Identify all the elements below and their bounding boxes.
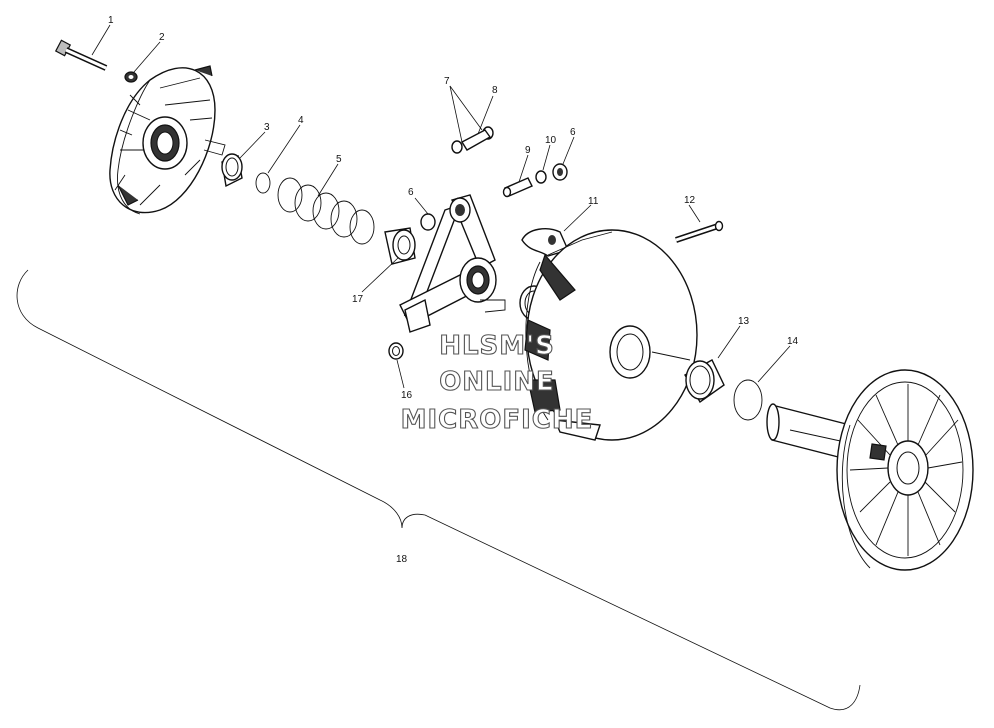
assembly-bracket — [16, 269, 861, 711]
callout-14: 14 — [787, 336, 799, 347]
roller-part-6-left — [420, 213, 436, 231]
watermark-line-3: MICROFICHE — [401, 405, 594, 435]
callout-6-left: 6 — [408, 187, 414, 198]
pin-part-8 — [451, 126, 494, 154]
washer-part-10 — [535, 170, 547, 184]
callout-10: 10 — [545, 135, 557, 146]
ring-part-16 — [388, 342, 404, 360]
callout-1: 1 — [108, 15, 114, 26]
bushing-part-3 — [221, 153, 243, 188]
callout-13: 13 — [738, 316, 750, 327]
roller-arm-assembly — [399, 194, 506, 333]
callout-17: 17 — [352, 294, 364, 305]
watermark: HLSM'S ONLINE MICROFICHE — [400, 330, 594, 435]
bolt-part-12 — [675, 220, 724, 243]
callout-12: 12 — [684, 195, 696, 206]
washer-part-2 — [124, 71, 138, 83]
spider-cover — [109, 65, 226, 215]
moveable-sheave — [524, 229, 698, 441]
spring-part-5 — [277, 177, 375, 245]
callout-7: 7 — [444, 76, 450, 87]
callout-18: 18 — [396, 554, 408, 565]
callout-2: 2 — [159, 32, 165, 43]
callout-6-right: 6 — [570, 127, 576, 138]
callout-3: 3 — [264, 122, 270, 133]
callout-8: 8 — [492, 85, 498, 96]
bushing-part-17 — [384, 227, 416, 265]
callout-5: 5 — [336, 154, 342, 165]
ring-part-14 — [733, 379, 763, 421]
callout-11: 11 — [588, 196, 599, 207]
callout-9: 9 — [525, 145, 531, 156]
callout-labels: 1 2 3 4 5 6 7 8 9 10 6 11 12 13 14 16 17… — [108, 15, 799, 565]
callout-4: 4 — [298, 115, 304, 126]
leader-lines — [91, 24, 791, 389]
fixed-sheave — [766, 369, 974, 571]
callout-16: 16 — [401, 390, 413, 401]
bolt-part-1 — [54, 39, 108, 71]
ring-part-4 — [255, 172, 271, 194]
bushing-part-13 — [684, 359, 725, 404]
watermark-line-1: HLSM'S — [439, 331, 555, 361]
pin-part-9 — [502, 177, 533, 198]
watermark-line-2: ONLINE — [439, 367, 555, 397]
roller-part-6-right — [552, 163, 568, 181]
